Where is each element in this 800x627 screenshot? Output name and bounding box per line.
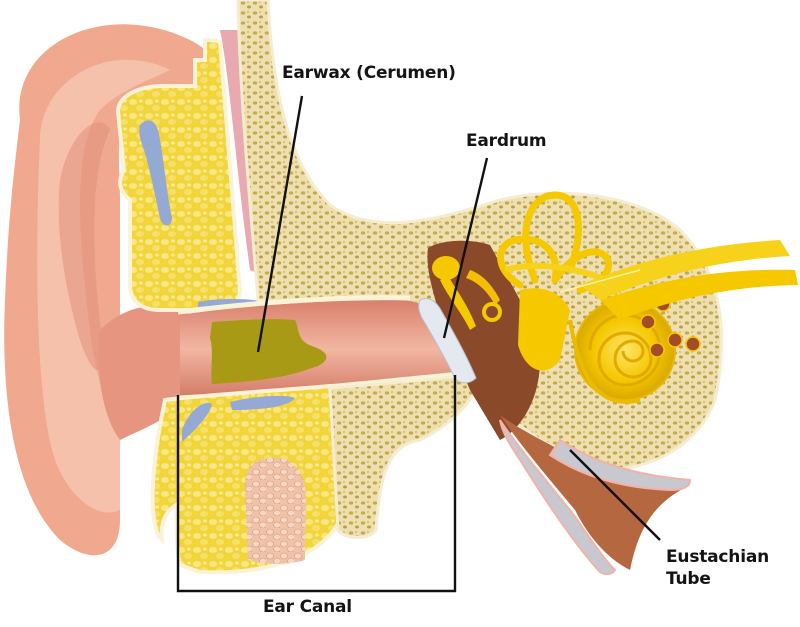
- cartilage-upper: [139, 120, 172, 226]
- eustachian-leader-line: [569, 449, 661, 541]
- eardrum-leader-line: [442, 157, 489, 339]
- upper-tissue: [115, 37, 265, 312]
- gland: [245, 457, 306, 564]
- earwax-label: Earwax (Cerumen): [282, 63, 456, 83]
- eardrum-membrane: [418, 298, 477, 384]
- eustachian-label-line1: Eustachian: [666, 547, 770, 567]
- eustachian-tube-label: Eustachian Tube: [666, 546, 769, 590]
- mastoid-bone: [328, 374, 482, 539]
- eardrum-label: Eardrum: [466, 131, 547, 151]
- ear-canal-bracket: [176, 375, 457, 593]
- lower-tissue: [150, 383, 343, 575]
- eustachian-tube-shape: [499, 415, 692, 576]
- ossicles: [432, 256, 502, 330]
- earwax-leader-line: [256, 95, 304, 353]
- eustachian-label-line2: Tube: [666, 569, 711, 589]
- ear-canal-label: Ear Canal: [263, 597, 352, 617]
- auditory-nerve: [559, 240, 798, 320]
- nerve-bundles: [640, 296, 701, 358]
- earwax-blob: [210, 319, 327, 384]
